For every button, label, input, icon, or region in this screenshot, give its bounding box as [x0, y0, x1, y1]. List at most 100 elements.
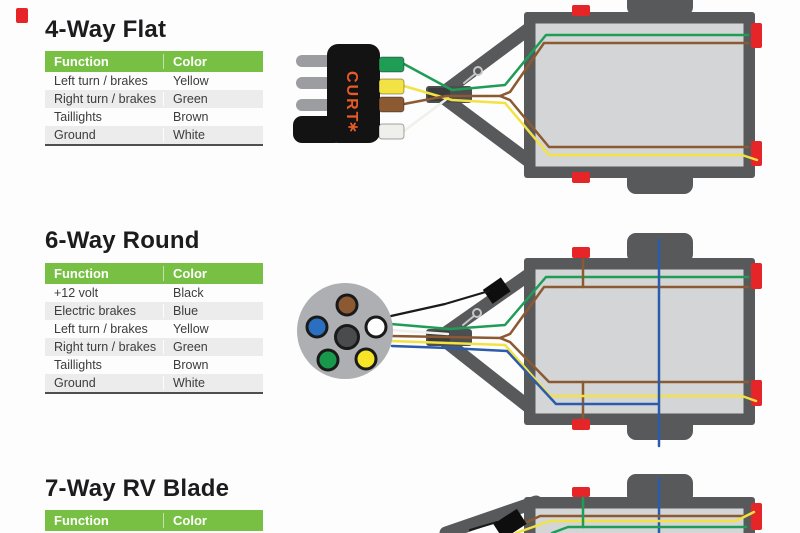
- curt-star-icon: [348, 122, 358, 132]
- section-heading-6way: 6-Way Round: [45, 227, 200, 254]
- wire-green: [389, 275, 750, 331]
- wire-yellow: [402, 84, 759, 162]
- table-row: Ground White: [45, 126, 263, 144]
- color-cell: Blue: [163, 304, 263, 318]
- stub-yellow: [378, 78, 405, 95]
- color-cell: White: [163, 376, 263, 390]
- wire-brown: [498, 94, 750, 149]
- connector-6way-round: [297, 283, 393, 379]
- pin-white: [364, 315, 388, 339]
- wire-white: [389, 328, 450, 336]
- wiring-table-4way: Function Color Left turn / brakes Yellow…: [45, 51, 263, 146]
- function-cell: +12 volt: [54, 286, 99, 300]
- color-cell: Black: [163, 286, 263, 300]
- wire-green: [402, 33, 750, 92]
- wire-brown: [389, 285, 750, 340]
- wire-brown: [402, 41, 750, 106]
- section-heading-7way: 7-Way RV Blade: [45, 475, 230, 502]
- stub-green: [378, 56, 405, 73]
- wiring-table-7way: Function Color: [45, 510, 263, 531]
- wire-white: [402, 96, 450, 133]
- function-cell: Right turn / brakes: [54, 340, 157, 354]
- pin-blue: [305, 315, 329, 339]
- trailer-deck: [535, 23, 744, 167]
- column-header-function: Function: [54, 54, 109, 69]
- flat-pin: [296, 77, 332, 89]
- section-heading-4way: 4-Way Flat: [45, 16, 167, 43]
- table-header-row: Function Color: [45, 510, 263, 531]
- wire-green: [550, 525, 748, 533]
- table-row: Right turn / brakes Green: [45, 90, 263, 108]
- pin-brown: [335, 293, 359, 317]
- pin-yellow: [354, 347, 378, 371]
- function-cell: Left turn / brakes: [54, 74, 148, 88]
- column-header-color: Color: [163, 54, 263, 69]
- table-row: +12 volt Black: [45, 284, 263, 302]
- tongue-arm: [433, 264, 541, 344]
- function-cell: Ground: [54, 376, 96, 390]
- color-cell: Yellow: [163, 74, 263, 88]
- table-row: Ground White: [45, 374, 263, 392]
- tail-light: [751, 23, 762, 48]
- side-marker-light: [572, 172, 590, 183]
- safety-chain-hook-icon: [473, 66, 483, 76]
- pin-green: [316, 348, 340, 372]
- function-cell: Ground: [54, 128, 96, 142]
- color-cell: Yellow: [163, 322, 263, 336]
- connector-body: [327, 44, 380, 143]
- safety-chain-icon: [463, 73, 476, 84]
- table-row: Left turn / brakes Yellow: [45, 72, 263, 90]
- table-header-row: Function Color: [45, 51, 263, 72]
- safety-chain-hook-icon: [472, 308, 482, 318]
- function-cell: Taillights: [54, 358, 102, 372]
- tongue-arm: [433, 18, 541, 102]
- table-row: Left turn / brakes Yellow: [45, 320, 263, 338]
- safety-chain-icon: [462, 315, 475, 326]
- trailer-deck: [535, 269, 744, 414]
- tail-light: [751, 263, 762, 289]
- breakaway-battery-box: [493, 508, 527, 533]
- table-row: Taillights Brown: [45, 356, 263, 374]
- column-header-color: Color: [163, 513, 263, 528]
- column-header-function: Function: [54, 266, 109, 281]
- pin-center: [334, 324, 360, 350]
- table-row: Right turn / brakes Green: [45, 338, 263, 356]
- side-marker-light: [572, 247, 590, 258]
- tail-light: [751, 141, 762, 166]
- wire-yellow: [514, 510, 756, 533]
- trailer-diagram-6way: [389, 233, 762, 448]
- color-cell: Green: [163, 92, 263, 106]
- tongue-arm: [433, 88, 541, 172]
- wire-black: [468, 520, 499, 532]
- wiring-table-6way: Function Color +12 volt Black Electric b…: [45, 263, 263, 394]
- column-header-function: Function: [54, 513, 109, 528]
- side-marker-light: [572, 487, 590, 497]
- flat-pin: [296, 99, 332, 111]
- function-cell: Right turn / brakes: [54, 92, 157, 106]
- side-marker-light: [572, 5, 590, 16]
- tail-light: [751, 503, 762, 530]
- stub-white: [378, 123, 405, 140]
- wheel: [627, 0, 693, 16]
- color-cell: Brown: [163, 358, 263, 372]
- trailer-diagram-7way: [439, 474, 762, 533]
- trailer-diagram-4way: [402, 0, 762, 194]
- connector-4way-flat: CURT: [293, 44, 405, 143]
- wire-black: [389, 289, 491, 318]
- wire-blue: [390, 344, 660, 406]
- table-row: Electric brakes Blue: [45, 302, 263, 320]
- wire-brown: [498, 336, 750, 384]
- table-row: Taillights Brown: [45, 108, 263, 126]
- color-cell: Green: [163, 340, 263, 354]
- curt-logo: CURT: [343, 71, 360, 123]
- function-cell: Left turn / brakes: [54, 322, 148, 336]
- wire-stubs: [378, 56, 405, 140]
- table-header-row: Function Color: [45, 263, 263, 284]
- stub-brown: [378, 96, 405, 113]
- connector-pins: [296, 55, 332, 111]
- tongue-arm: [439, 495, 543, 533]
- function-cell: Electric brakes: [54, 304, 136, 318]
- color-cell: White: [163, 128, 263, 142]
